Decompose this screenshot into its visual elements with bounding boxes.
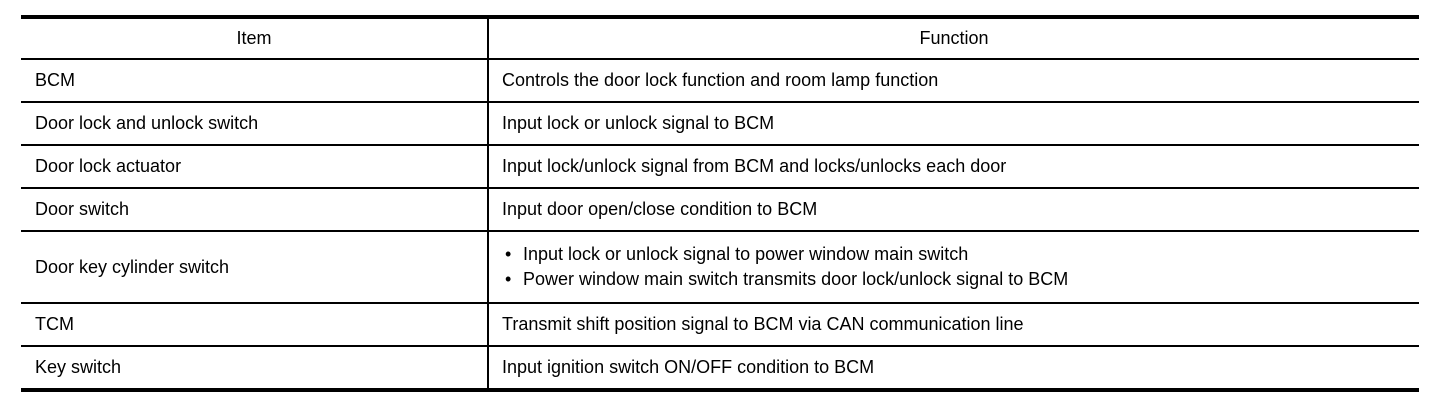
function-cell: Transmit shift position signal to BCM vi… <box>488 303 1419 347</box>
item-function-table-container: Item Function BCM Controls the door lock… <box>21 15 1419 392</box>
item-cell: BCM <box>21 59 489 103</box>
function-cell: Controls the door lock function and room… <box>488 59 1419 103</box>
item-function-table: Item Function BCM Controls the door lock… <box>21 15 1419 392</box>
table-row: TCM Transmit shift position signal to BC… <box>21 303 1419 347</box>
item-cell: Door lock actuator <box>21 145 489 189</box>
item-cell: TCM <box>21 303 489 347</box>
table-row: Door switch Input door open/close condit… <box>21 188 1419 232</box>
function-cell: Input lock or unlock signal to power win… <box>488 231 1419 304</box>
item-cell: Door switch <box>21 188 489 232</box>
function-cell: Input lock/unlock signal from BCM and lo… <box>488 145 1419 189</box>
function-bullet-list: Input lock or unlock signal to power win… <box>502 242 1419 292</box>
bullet-item: Power window main switch transmits door … <box>502 267 1419 292</box>
header-row: Item Function <box>21 17 1419 60</box>
item-cell: Key switch <box>21 346 489 390</box>
item-cell: Door lock and unlock switch <box>21 102 489 146</box>
function-cell: Input ignition switch ON/OFF condition t… <box>502 357 875 378</box>
item-column-header: Item <box>21 17 489 60</box>
function-column-header: Function <box>488 17 1419 60</box>
table-row: Door lock and unlock switch Input lock o… <box>21 102 1419 146</box>
function-cell: Input door open/close condition to BCM <box>488 188 1419 232</box>
function-cell: Input lock or unlock signal to BCM <box>488 102 1419 146</box>
table-row: Door key cylinder switch Input lock or u… <box>21 231 1419 304</box>
table-row: Key switch Input ignition switch ON/OFF … <box>21 346 1419 390</box>
table-row: BCM Controls the door lock function and … <box>21 59 1419 103</box>
bullet-item: Input lock or unlock signal to power win… <box>502 242 1419 267</box>
table-row: Door lock actuator Input lock/unlock sig… <box>21 145 1419 189</box>
item-cell: Door key cylinder switch <box>21 231 489 304</box>
